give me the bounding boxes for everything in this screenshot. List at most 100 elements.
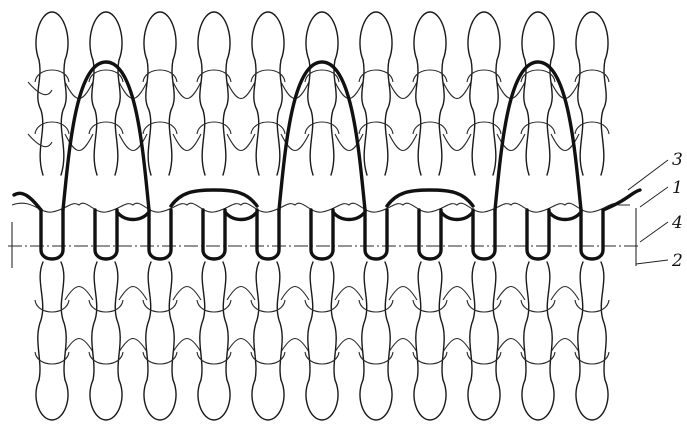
needle-arc [359,300,393,312]
loop-leg-right [277,60,282,175]
yarn-tail-right [603,190,640,210]
held-loop [419,210,441,259]
loop-leg-left [416,60,421,175]
needle-arc [305,122,339,134]
needle-arc [35,300,69,312]
loop-head-bottom [252,380,284,420]
loop-leg-right [385,60,390,175]
sinker-arc [497,287,525,301]
needle-arc [35,122,69,134]
sinker-arc [173,82,201,99]
sinker-arc [227,134,255,151]
needle-arc [359,122,393,134]
loop-leg-left [308,60,313,175]
held-loop [41,210,63,259]
loop-leg-right [223,60,228,175]
loop-head-top [90,12,122,60]
loop-leg-left [92,60,97,175]
leader-1 [640,187,668,207]
sinker-arc [389,134,417,151]
loop-head-top [36,12,68,60]
float-arch [495,62,581,210]
held-loop [311,210,333,259]
float-arch [279,62,365,210]
sinker-arc [173,287,201,301]
sinker-arc [551,287,579,301]
sinker-arc [65,339,93,353]
loop-head-top [198,12,230,60]
loop-head-top [576,12,608,60]
yarn-tail-left [14,193,41,210]
loop-head-top [360,12,392,60]
sinker-arc [443,339,471,353]
loop-head-bottom [198,380,230,420]
needle-arc [467,122,501,134]
edge-stub [28,134,52,147]
sinker-arc [551,339,579,353]
loop-leg-right [439,60,444,175]
label-2: 2 [671,251,683,271]
sinker-arc [443,134,471,151]
loop-leg-right [115,60,120,175]
loop-leg-left [146,60,151,175]
loop-leg-right [331,60,336,175]
sinker-arc [389,82,417,99]
needle-arc [413,122,447,134]
loop-head-top [252,12,284,60]
loop-leg-right [61,60,66,175]
sinker-arc [119,339,147,353]
held-loop [527,210,549,259]
needle-arc [143,122,177,134]
sinker-arc [227,82,255,99]
loop-leg-right [601,60,606,175]
loop-head-top [144,12,176,60]
sinker-arc [281,339,309,353]
link-arc [333,212,365,220]
edge-stub [28,82,52,95]
upper-knit-fabric [28,12,609,175]
loop-head-top [414,12,446,60]
needle-arc [197,122,231,134]
needle-arc [89,300,123,312]
course-line-1 [12,203,630,212]
loop-leg-left [38,60,43,175]
sinker-arc [335,339,363,353]
leader-4 [640,222,668,242]
link-arc [441,212,473,220]
loop-leg-left [362,60,367,175]
inlay-yarn [14,62,640,259]
lower-knit-fabric [35,262,609,420]
label-3: 3 [672,150,683,170]
needle-arc [521,122,555,134]
loop-head-bottom [306,380,338,420]
loop-head-top [306,12,338,60]
loop-head-bottom [144,380,176,420]
loop-head-bottom [360,380,392,420]
loop-leg-left [254,60,259,175]
needle-arc [305,300,339,312]
label-4: 4 [671,213,683,233]
held-loop [149,210,171,259]
sinker-arc [497,339,525,353]
link-arc [225,212,257,220]
loop-leg-left [470,60,475,175]
needle-arc [251,300,285,312]
loop-head-bottom [468,380,500,420]
link-arc [117,212,149,220]
needle-arc [467,300,501,312]
held-loop [473,210,495,259]
loop-leg-right [547,60,552,175]
sinker-arc [227,339,255,353]
sinker-arc [335,287,363,301]
loop-head-bottom [36,380,68,420]
leader-2 [636,260,668,264]
needle-arc [521,300,555,312]
label-1: 1 [672,178,683,198]
sinker-arc [389,287,417,301]
needle-arc [89,122,123,134]
sinker-arc [173,134,201,151]
needle-arc [143,300,177,312]
loop-leg-right [493,60,498,175]
loop-head-bottom [414,380,446,420]
